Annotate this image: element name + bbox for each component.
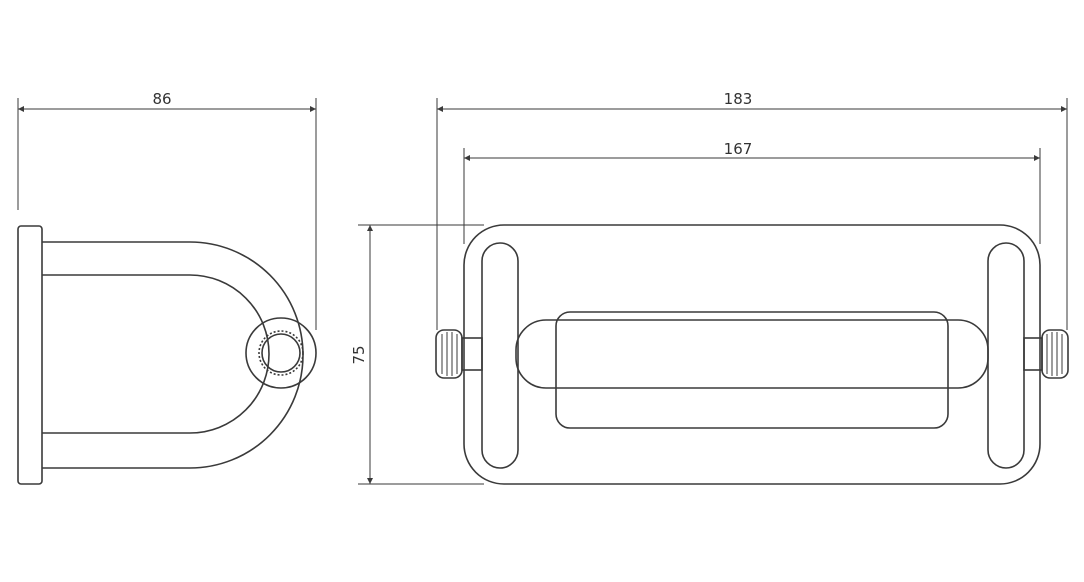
paper-roller bbox=[515, 319, 989, 389]
left-knob-shaft bbox=[461, 337, 483, 371]
front-view: 183 167 75 bbox=[350, 90, 1069, 485]
knurled-knob bbox=[258, 330, 304, 376]
side-view: 86 bbox=[17, 90, 317, 485]
wall-plate bbox=[17, 225, 43, 485]
dimension-label-75: 75 bbox=[350, 345, 368, 364]
dimension-label-183: 183 bbox=[724, 90, 753, 108]
right-knob bbox=[1023, 329, 1069, 379]
arm-outer bbox=[42, 241, 304, 469]
knurled-knob-core bbox=[261, 333, 301, 373]
back-plate bbox=[555, 311, 949, 429]
frame-outer bbox=[463, 224, 1041, 485]
knob-boss bbox=[245, 317, 317, 389]
slot-left bbox=[481, 242, 519, 469]
dimension-label-167: 167 bbox=[724, 140, 753, 158]
dimension-label-86: 86 bbox=[152, 90, 171, 108]
right-knob-body bbox=[1041, 329, 1069, 379]
left-knob-body bbox=[435, 329, 463, 379]
left-knob bbox=[435, 329, 483, 379]
arm-inner bbox=[42, 274, 270, 434]
slot-right bbox=[987, 242, 1025, 469]
right-knob-shaft bbox=[1023, 337, 1043, 371]
